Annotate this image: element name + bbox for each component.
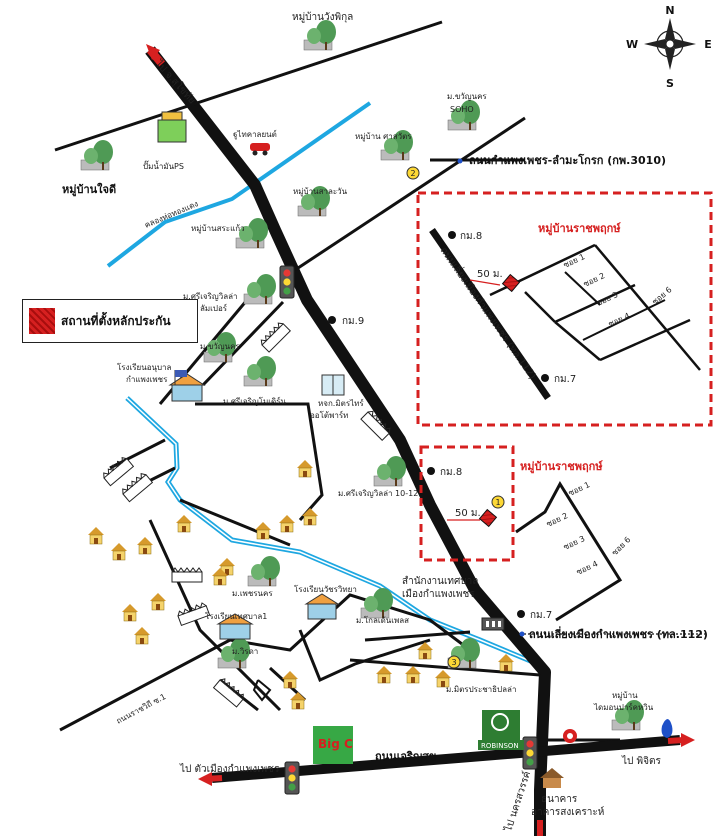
- place-labels: หมู่บ้านวังพิกุล ม.ขวัญนคร SOHO หมู่บ้าน…: [62, 11, 654, 818]
- school-icon: [168, 370, 206, 402]
- inset-map: กม.8 กม.7 หมู่บ้านราชพฤกษ์ 50 ม. ซอย 1 ซ…: [429, 222, 701, 400]
- municipal-office-icon: [481, 617, 505, 631]
- badge-3: 3: [451, 658, 456, 667]
- km-markers: กม.9 กม.8 กม.7: [328, 316, 552, 621]
- label-sricharoen-lumpur: ม.ศรีเจริญวิลล่า: [183, 292, 238, 301]
- label-mitprachan: ม.มิตรประชาธิปลล่า: [446, 685, 516, 694]
- compass-s: S: [666, 77, 674, 90]
- inset-soi3: ซอย 3: [595, 290, 619, 308]
- compass-n: N: [665, 4, 674, 17]
- label-golden: ม.โกลเด้นเพลส: [356, 615, 409, 625]
- greenhouse-icon: [321, 374, 345, 396]
- school-thesaban-icon: [216, 613, 254, 640]
- label-thesaban: สำนักงานเทศบาล: [402, 576, 478, 587]
- label-charoensuk: ถนนเจริญสุข: [375, 750, 436, 764]
- label-sricharoen-modern: ม.ศรีเจริญโมเดิร์น: [223, 396, 287, 406]
- inset-soi6: ซอย 6: [651, 285, 674, 306]
- inset-site-marker: [501, 273, 521, 293]
- km8-label: กม.8: [440, 467, 462, 478]
- label-thesaban2: เมืองกำแพงเพชร: [402, 588, 475, 600]
- inset-km7: กม.7: [554, 374, 576, 385]
- inset-km8: กม.8: [460, 231, 482, 242]
- inset-soi4: ซอย 4: [607, 311, 631, 329]
- site-soi6: ซอย 6: [610, 535, 632, 557]
- label-sastrakit: หมู่บ้าน ศาสวัตร: [355, 132, 412, 142]
- site-distance: 50 ม.: [455, 508, 481, 519]
- site-marker: [478, 508, 498, 528]
- label-diamond2: ไดมอนปาร์คหวิน: [593, 702, 654, 712]
- label-watcharawit: โรงเรียนวัชรวิทยา: [294, 584, 357, 594]
- robinson-logo: ROBINSON: [478, 710, 524, 750]
- inset-box: [416, 191, 713, 427]
- svg-text:Big C: Big C: [318, 737, 353, 751]
- label-school-thesaban: โรงเรียนเทศบาล1: [205, 611, 267, 621]
- bank-icon: [540, 768, 564, 788]
- secondary-roads: [54, 20, 623, 742]
- label-to-city: ไป ตัวเมืองกำแพงเพชร: [179, 763, 280, 775]
- km7-label: กม.7: [530, 610, 552, 621]
- inset-road-label: ถนนเลี่ยงเมืองกำแพงเพชร (ทล.112): [438, 244, 541, 382]
- label-phetcharat: ม.เพชรนคร: [232, 589, 273, 598]
- label-khwanmueang: ม.ขวัญนคร: [447, 92, 487, 101]
- label-bank: ธนาคาร: [541, 794, 578, 805]
- legend-box: สถานที่ตั้งหลักประกัน: [22, 299, 198, 343]
- ptt-icon: [661, 719, 673, 738]
- traffic-light-se: [522, 736, 538, 770]
- compass-w: W: [626, 38, 638, 51]
- site-soi1: ซอย 1: [567, 480, 591, 498]
- site-soi4: ซอย 4: [575, 559, 599, 577]
- km9-label: กม.9: [342, 316, 364, 327]
- label-to-nakhonsawan: ไป นครสวรรค์: [502, 770, 533, 834]
- main-highway: [145, 46, 551, 836]
- site-box: [419, 445, 515, 562]
- compass-rose: N S W E: [626, 4, 712, 90]
- label-mitrthai: หจก.มิตรไทร์: [318, 398, 364, 408]
- charoensuk-road: [211, 735, 681, 783]
- site-soi2: ซอย 2: [545, 511, 569, 529]
- bigc-logo: Big C: [313, 726, 353, 764]
- label-soho: SOHO: [450, 105, 474, 114]
- label-diamond: หมู่บ้าน: [612, 691, 638, 701]
- legend-label: สถานที่ตั้งหลักประกัน: [61, 313, 171, 328]
- label-autopark: ออโต้พาร์ท: [310, 410, 348, 420]
- car-icon: [250, 143, 270, 156]
- inset-soi2: ซอย 2: [582, 271, 606, 289]
- label-kamphaeng-lamma: ถนนกำแพงเพชร-ลำมะโกรก (กพ.3010): [469, 153, 666, 167]
- label-sricharoen-1012: ม.ศรีเจริญวิลล่า 10-12: [338, 489, 418, 498]
- gas-station-icon: [157, 111, 187, 143]
- label-to-phichit: ไป พิจิตร: [621, 755, 662, 767]
- label-to-sukhothai: ไป จ.สุโขทัย: [152, 57, 199, 107]
- svg-text:ROBINSON: ROBINSON: [481, 742, 519, 750]
- site-title: หมู่บ้านราชพฤกษ์: [520, 460, 603, 474]
- label-toyota: ฐูไทคาลยนต์: [233, 129, 277, 140]
- inset-title: หมู่บ้านราชพฤกษ์: [538, 222, 621, 236]
- caltex-icon: [563, 729, 577, 743]
- badge-2: 2: [410, 169, 415, 178]
- label-bypass: ถนนเลี่ยงเมืองกำแพงเพชร (ทล.112): [529, 626, 708, 641]
- label-khwan2: ม.ขวัญนคร: [200, 342, 240, 351]
- label-sakrawan: หมู่บ้านสาละวัน: [293, 187, 348, 197]
- legend-swatch: [29, 308, 55, 334]
- label-ptt: ปั๊มน้ำมันPS: [143, 160, 184, 171]
- label-jodee: หมู่บ้านใจดี: [62, 182, 116, 197]
- label-lumpur: ลัมเปอร์: [200, 303, 228, 313]
- label-sakaew: หมู่บ้านสระแก้ว: [191, 224, 245, 234]
- label-school-kp: โรงเรียนอนุบาล: [117, 362, 172, 372]
- traffic-light-sw: [284, 761, 300, 795]
- school-watchara-icon: [304, 593, 340, 620]
- label-wirada: ม.วิรดา: [232, 647, 258, 656]
- traffic-light-north: [279, 265, 295, 299]
- label-school-kp2: กำแพงเพชร: [126, 375, 168, 384]
- canal-upper: [106, 101, 372, 268]
- compass-e: E: [704, 38, 712, 51]
- inset-distance: 50 ม.: [477, 269, 503, 280]
- site-soi3: ซอย 3: [562, 534, 586, 552]
- site-badge-1: 1: [495, 498, 500, 507]
- label-bank2: อาคารสงเคราะห์: [531, 806, 604, 818]
- label-wangphikul: หมู่บ้านวังพิกุล: [292, 11, 353, 23]
